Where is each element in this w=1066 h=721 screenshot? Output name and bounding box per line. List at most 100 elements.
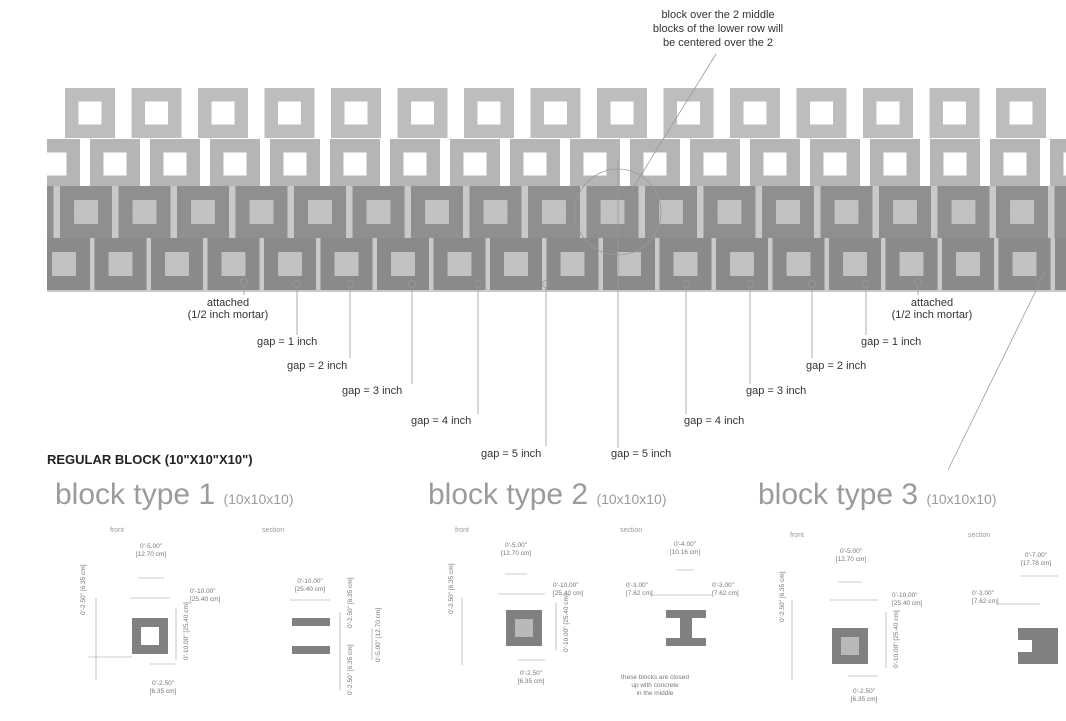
- wall-block-row2: [1050, 139, 1066, 189]
- left-attached-label: attached (1/2 inch mortar): [188, 297, 269, 321]
- wall-block-row4-hole: [673, 252, 698, 276]
- wall-block-row4-hole: [278, 252, 302, 276]
- bt1-section-vdim-1: 0'-2.50" [6.35 cm]: [347, 577, 354, 628]
- wall-block-row3-hole: [74, 200, 98, 224]
- dim-text: 0'-5.00": [140, 543, 162, 550]
- wall-block-row4-hole: [560, 252, 585, 276]
- dim-text: 0'-3.00": [972, 590, 994, 597]
- left-gap2-label: gap = 2 inch: [287, 360, 348, 372]
- bt1-front-right-vdim: 0'-10.00" [25.40 cm]: [183, 602, 190, 660]
- bt2-section-web: [680, 618, 692, 638]
- dim-text: 0'-2.50": [347, 606, 354, 628]
- bt2-section-bottom-flange: [666, 638, 706, 646]
- dim-text: 0'-10.00": [563, 626, 570, 652]
- dim-text: [6.35 cm]: [149, 688, 177, 695]
- wall-block-row2-hole: [103, 152, 127, 176]
- wall-block-row2-hole: [883, 152, 907, 176]
- right-gap3-label: gap = 3 inch: [746, 385, 807, 397]
- wall-block-row3-hole: [717, 200, 742, 224]
- bt1-front-left-vdim: 0'-2.50" [6.35 cm]: [80, 564, 87, 615]
- wall-block-row4-hole: [391, 252, 415, 276]
- dim-text: 0'-2.50": [853, 688, 875, 695]
- dim-text: 0'-10.00": [892, 592, 918, 599]
- label-line: attached: [206, 297, 250, 309]
- bt1-section-vdim-2: 0'-5.00" [12.70 cm]: [375, 608, 382, 662]
- regular-block-heading: REGULAR BLOCK (10"X10"X10"): [47, 452, 253, 467]
- dim-text: [6.35 cm]: [80, 564, 87, 592]
- wall-block-row1-hole: [78, 101, 102, 125]
- wall-block-row1-hole: [211, 101, 235, 125]
- wall-block-row4-hole: [447, 252, 472, 276]
- wall-block-row4-hole: [956, 252, 980, 276]
- dim-text: 0'-10.00": [893, 642, 900, 668]
- wall-block-row1-hole: [477, 101, 501, 125]
- wall-block-row4-hole: [730, 252, 754, 276]
- wall-block-row2-hole: [43, 152, 67, 176]
- bt3-section-top-dim: 0'-7.00" [17.78 cm]: [1021, 552, 1051, 568]
- wall-block-row4-hole: [617, 252, 641, 276]
- bt3-front-top-dim: 0'-5.00" [12.70 cm]: [836, 548, 866, 564]
- right-gap1-label: gap = 1 inch: [861, 336, 922, 348]
- bt2-front-top-dim: 0'-5.00" [12.70 cm]: [501, 542, 531, 558]
- note-line: these blocks are closed: [621, 674, 689, 681]
- bt1-front-bottom-dim: 0'-2.50" [6.35 cm]: [150, 680, 177, 696]
- dim-text: 0'-4.00": [674, 541, 696, 548]
- left-gap3-label: gap = 3 inch: [342, 385, 403, 397]
- wall-block-row1-hole: [610, 101, 634, 125]
- dim-text: 0'-10.00": [183, 634, 190, 660]
- wall-block-row2-hole: [643, 152, 667, 176]
- wall-block-row3-hole: [542, 200, 566, 224]
- wall-block-row3-hole: [951, 200, 976, 224]
- block-type-size: (10x10x10): [596, 491, 667, 507]
- wall-block-row2-hole: [763, 152, 787, 176]
- wall-block-row1-hole: [1009, 101, 1033, 125]
- wall-block-row2-hole: [283, 152, 307, 176]
- block-type-name: block type 3: [758, 478, 919, 511]
- dim-text: [12.70 cm]: [835, 556, 867, 563]
- dim-text: 0'-7.00": [1025, 552, 1047, 559]
- wall-block-row3-hole: [425, 200, 449, 224]
- wall-block-row1-hole: [278, 101, 301, 125]
- wall-block-row3-hole: [893, 200, 917, 224]
- left-gap1-label: gap = 1 inch: [257, 336, 318, 348]
- dim-text: 0'-5.00": [840, 548, 862, 555]
- wall-block-row1-hole: [411, 101, 434, 125]
- wall-block-row3-hole: [366, 200, 391, 224]
- wall-block-row3-hole: [132, 200, 157, 224]
- wall-block-row4-hole: [843, 252, 867, 276]
- bt1-front-top-dim: 0'-5.00" [12.70 cm]: [136, 543, 166, 559]
- wall-block-row4: [1055, 238, 1066, 290]
- bt3-section-left-dim: 0'-3.00" [7.62 cm]: [972, 590, 999, 606]
- right-gap4-label: gap = 4 inch: [684, 415, 745, 427]
- wall-block-row2-hole: [823, 152, 847, 176]
- left-gap4-label: gap = 4 inch: [411, 415, 472, 427]
- wall-block-row2-hole: [583, 152, 607, 176]
- dim-text: [12.70 cm]: [135, 551, 167, 558]
- wall-block-row2-hole: [463, 152, 487, 176]
- dim-text: [6.35 cm]: [347, 644, 354, 672]
- bt2-front-right-vdim: 0'-10.00" [25.40 cm]: [563, 594, 570, 652]
- bt1-section-top-dim: 0'-10.00" [25.40 cm]: [295, 578, 325, 594]
- label-line: (1/2 inch mortar): [187, 309, 269, 321]
- bt2-section-label: section: [620, 527, 643, 534]
- wall-block-row2-hole: [943, 152, 967, 176]
- bt2-front-right-dim: 0'-10.00" [25.40 cm]: [553, 582, 583, 598]
- wall-block-row2-hole: [163, 152, 187, 176]
- right-attached-label: attached (1/2 inch mortar): [892, 297, 973, 321]
- wall-block-row3-hole: [834, 200, 859, 224]
- wall-block-row3-hole: [600, 200, 625, 224]
- dim-text: 0'-10.00": [553, 582, 579, 589]
- wall-block-row1-hole: [544, 101, 567, 125]
- block-type-1-title: block type 1 (10x10x10): [55, 478, 293, 512]
- wall-block-row4-hole: [1012, 252, 1037, 276]
- wall-block-row4-hole: [221, 252, 246, 276]
- dim-text: [17.78 cm]: [1020, 560, 1052, 567]
- wall-block-row3-hole: [776, 200, 800, 224]
- wall-left-mask: [0, 80, 47, 295]
- dim-text: [6.35 cm]: [850, 696, 878, 703]
- wall-block-row3-hole: [659, 200, 683, 224]
- bt1-section-label: section: [262, 527, 285, 534]
- dim-text: [7.62 cm]: [972, 598, 999, 605]
